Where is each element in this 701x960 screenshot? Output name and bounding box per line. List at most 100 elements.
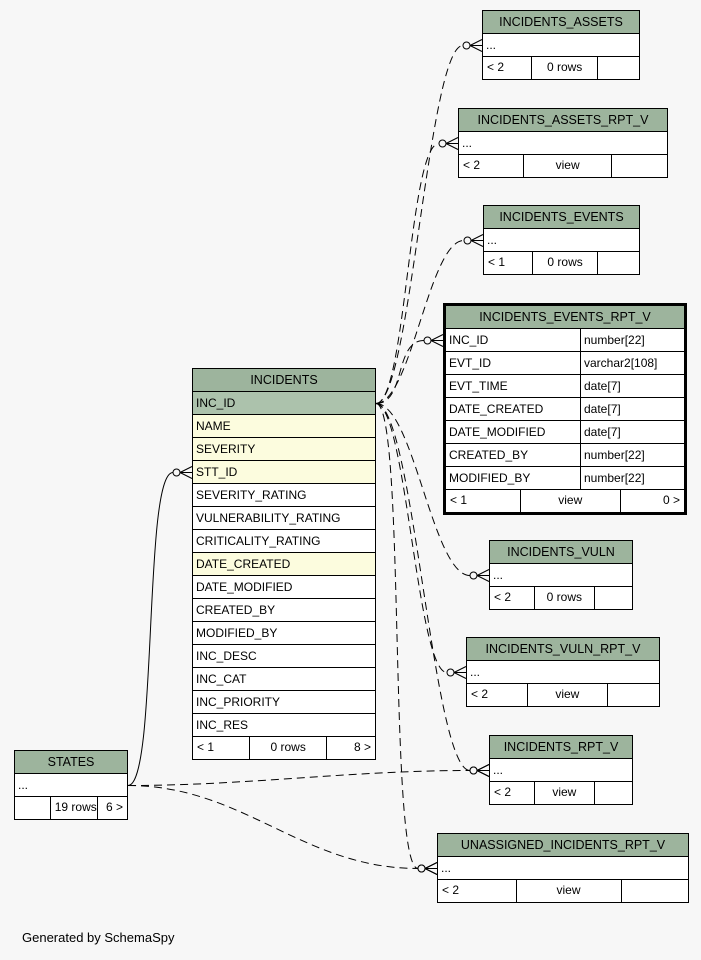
table-title-incidents_assets[interactable]: INCIDENTS_ASSETS [483,11,639,34]
footer-cell: < 2 [494,590,512,604]
column-name: INC_CAT [196,672,247,686]
zero-or-one-connector-icon [462,41,471,50]
column-row: INC_ID [193,392,375,415]
relationship-incidents-to-incidents_vuln [375,403,471,576]
column-name: ... [493,568,504,582]
crows-foot-icon [424,862,438,875]
footer-cell: 8 > [325,737,375,759]
column-name: CREATED_BY [449,448,529,462]
zero-or-one-connector-icon [438,139,447,148]
column-name: CRITICALITY_RATING [196,534,321,548]
column-name: CREATED_BY [196,603,276,617]
zero-or-one-connector-icon [417,864,426,873]
column-name: ... [462,136,473,150]
column-row: ... [467,661,659,684]
footer-cell: 0 rows [534,587,594,609]
relationship-incidents-to-incidents_events_rpt_v [375,340,425,404]
column-row: INC_DESC [193,645,375,668]
column-row: INC_PRIORITY [193,691,375,714]
column-name: MODIFIED_BY [196,626,278,640]
table-title-unassigned_incidents_rpt_v[interactable]: UNASSIGNED_INCIDENTS_RPT_V [438,834,688,857]
table-incidents_vuln_rpt_v: INCIDENTS_VULN_RPT_V... < 2 view [466,637,660,707]
column-row: CREATED_BY [193,599,375,622]
footer-cell: view [526,684,608,706]
footer-cell [620,880,689,902]
footer-cell: 0 rows [532,252,597,274]
footer-cell: 0 > [619,490,684,512]
column-type: number[22] [580,467,684,489]
footer-cell: < 2 [487,60,505,74]
column-type: number[22] [580,444,684,466]
table-footer: < 2 0 rows [490,587,632,609]
table-footer: < 2 0 rows [483,57,639,79]
column-name: INC_RES [196,718,249,732]
footer-cell [607,684,659,706]
table-title-incidents_rpt_v[interactable]: INCIDENTS_RPT_V [490,736,632,759]
column-type: number[22] [580,329,684,351]
table-title-incidents_assets_rpt_v[interactable]: INCIDENTS_ASSETS_RPT_V [459,109,667,132]
column-name: DATE_CREATED [196,557,291,571]
relationship-states-to-incidents [127,472,174,786]
crows-foot-icon [476,764,490,777]
footer-cell [596,57,639,79]
column-row: ... [15,774,127,797]
footer-cell: < 2 [494,785,512,799]
column-row: DATE_MODIFIED [193,576,375,599]
column-name: SEVERITY [196,442,256,456]
column-row: ... [490,564,632,587]
relationship-incidents-to-unassigned_incidents_rpt_v [375,403,419,869]
relationship-incidents-to-incidents_assets_rpt_v [375,143,440,404]
column-row: ... [490,759,632,782]
table-title-incidents_events[interactable]: INCIDENTS_EVENTS [484,206,639,229]
column-type: varchar2[108] [580,352,684,374]
footer-cell: 0 rows [531,57,597,79]
footer-cell: 19 rows [49,797,97,819]
table-title-states[interactable]: STATES [15,751,127,774]
crows-foot-icon [476,569,490,582]
column-name: DATE_CREATED [449,402,544,416]
generated-by-note: Generated by SchemaSpy [22,930,175,945]
footer-cell [15,797,50,819]
footer-cell: < 1 [488,255,506,269]
column-name: NAME [196,419,231,433]
table-title-incidents_events_rpt_v[interactable]: INCIDENTS_EVENTS_RPT_V [446,306,684,329]
table-incidents_events: INCIDENTS_EVENTS... < 1 0 rows [483,205,640,275]
column-name: DATE_MODIFIED [196,580,293,594]
crows-foot-icon [445,137,459,150]
column-type: date[7] [580,421,684,443]
column-name: ... [493,763,504,777]
footer-cell: < 1 [450,493,468,507]
footer-cell: 0 rows [249,737,325,759]
column-row: INC_RES [193,714,375,737]
crows-foot-icon [470,234,484,247]
column-row: DATE_CREATED [193,553,375,576]
relationship-incidents-to-incidents_vuln_rpt_v [375,403,448,673]
table-title-incidents_vuln[interactable]: INCIDENTS_VULN [490,541,632,564]
column-row: ... [438,857,688,880]
footer-cell [593,782,632,804]
column-row: ... [484,229,639,252]
table-title-incidents[interactable]: INCIDENTS [193,369,375,392]
table-footer: < 2 view [467,684,659,706]
column-name: MODIFIED_BY [449,471,531,485]
relationship-states-to-incidents_rpt_v [127,770,471,786]
column-name: ... [18,778,29,792]
footer-cell [593,587,632,609]
zero-or-one-connector-icon [469,766,478,775]
footer-cell: view [523,155,610,177]
footer-cell: < 2 [471,687,489,701]
column-name: INC_DESC [196,649,257,663]
table-title-incidents_vuln_rpt_v[interactable]: INCIDENTS_VULN_RPT_V [467,638,659,661]
